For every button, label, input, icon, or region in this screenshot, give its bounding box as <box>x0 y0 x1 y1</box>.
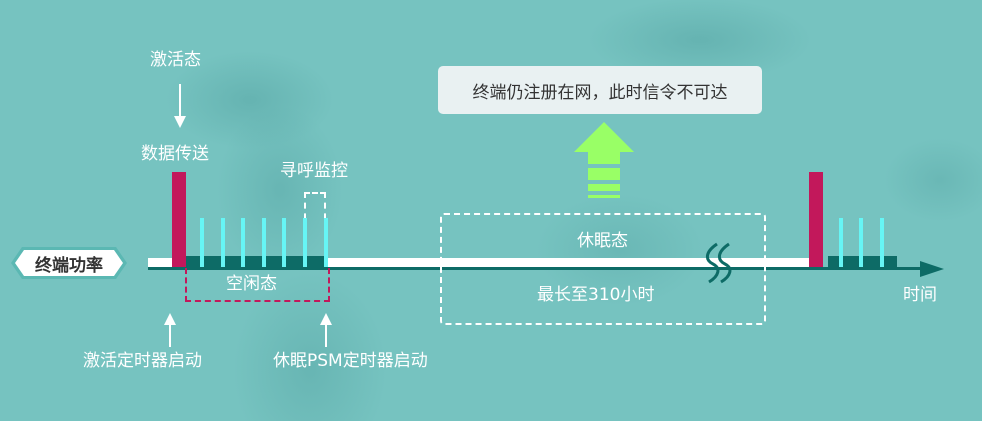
paging-pulse <box>262 218 266 267</box>
idle-state-base <box>186 256 327 267</box>
baseline-segment <box>148 258 172 267</box>
sleep-state-label: 休眠态 <box>577 231 628 251</box>
power-axis-label-text: 终端功率 <box>35 255 103 276</box>
down-arrow-shaft <box>179 84 181 116</box>
data-transfer-label: 数据传送 <box>141 144 209 164</box>
callout-text: 终端仍注册在网，此时信令不可达 <box>472 82 728 103</box>
signaling-unreachable-callout: 终端仍注册在网，此时信令不可达 <box>438 66 762 114</box>
sleep-duration-label: 最长至310小时 <box>537 285 655 305</box>
double-wave-break-icon <box>706 242 732 284</box>
data-transfer-bar <box>172 172 186 267</box>
paging-pulse <box>839 218 843 267</box>
paging-pulse <box>282 218 286 267</box>
active-state-label: 激活态 <box>150 50 201 70</box>
active-timer-start-label: 激活定时器启动 <box>83 351 202 371</box>
time-axis-label: 时间 <box>903 285 937 305</box>
up-arrow-shaft <box>325 325 327 347</box>
paging-pulse <box>200 218 204 267</box>
paging-pulse <box>303 218 307 267</box>
paging-pulse <box>221 218 225 267</box>
up-arrow-icon <box>164 313 176 325</box>
power-axis-label: 终端功率 <box>10 246 128 280</box>
paging-pulse <box>859 218 863 267</box>
paging-pulse <box>241 218 245 267</box>
data-transfer-bar <box>809 172 823 267</box>
paging-monitor-label: 寻呼监控 <box>280 161 348 181</box>
up-arrow-shaft <box>169 325 171 347</box>
psm-timer-start-label: 休眠PSM定时器启动 <box>273 351 428 371</box>
hexagon-badge-icon <box>11 247 127 279</box>
paging-pulse <box>324 218 328 267</box>
idle-state-label: 空闲态 <box>226 274 277 294</box>
idle-state-bracket <box>185 268 330 302</box>
baseline-segment <box>327 258 809 267</box>
time-axis <box>148 267 926 270</box>
down-arrow-icon <box>174 116 186 128</box>
sleep-state-box <box>440 213 766 325</box>
paging-monitor-bracket <box>304 192 326 230</box>
time-axis-arrow-icon <box>920 261 944 277</box>
striped-up-arrow-icon <box>574 122 634 198</box>
paging-pulse <box>880 218 884 267</box>
up-arrow-icon <box>320 313 332 325</box>
